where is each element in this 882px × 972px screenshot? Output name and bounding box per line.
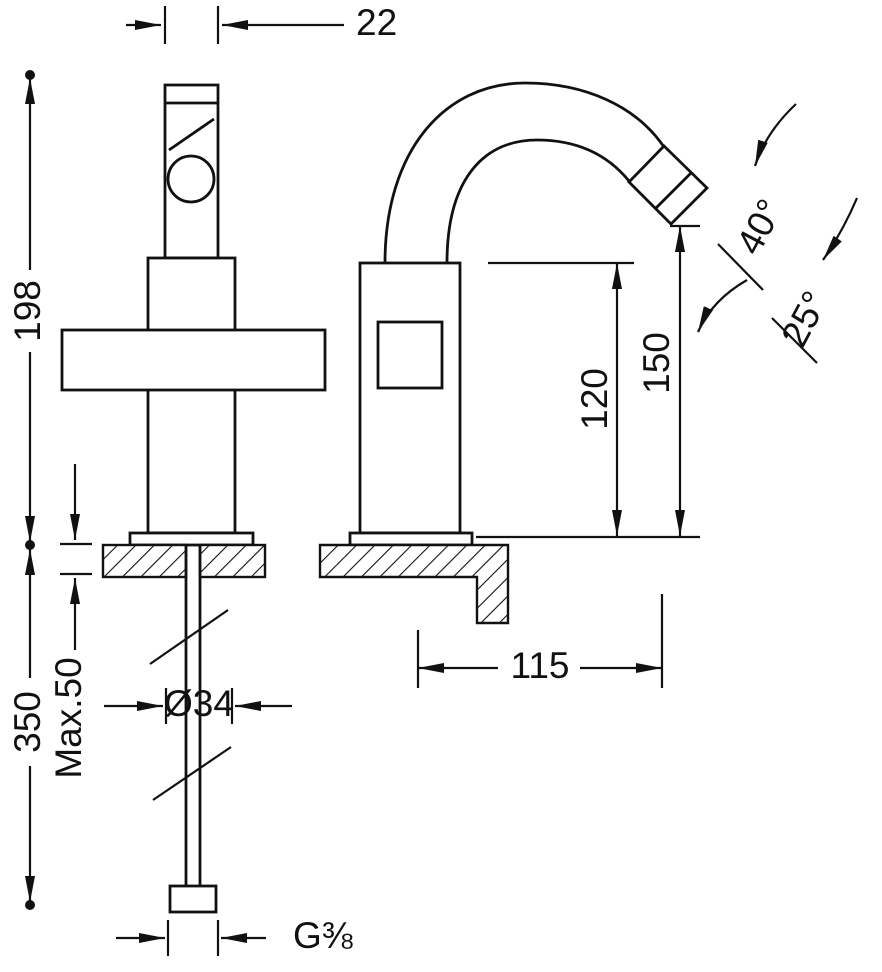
cross-handle-bar xyxy=(60,328,327,392)
angle-25-leader-arrow xyxy=(822,197,859,261)
handle-chamfer-line xyxy=(168,117,215,152)
handle-ball xyxy=(166,154,216,204)
body-side-outline xyxy=(358,261,462,535)
dim-198-label: 198 xyxy=(7,280,48,342)
dim-350-label: 350 xyxy=(7,691,48,753)
spout-outer-curve xyxy=(383,81,666,264)
dim-max50-label: Max.50 xyxy=(48,657,89,778)
body-window-detail xyxy=(376,320,444,390)
dim-22: 22 xyxy=(126,2,397,44)
pipe-break-lower xyxy=(152,746,232,801)
aerator xyxy=(627,144,709,226)
spout-inner-curve xyxy=(445,138,631,264)
dim-120-label: 120 xyxy=(574,368,615,430)
handle-column-outline xyxy=(163,83,220,260)
angle-40-boundary-tick xyxy=(717,243,764,291)
dim-198-dot-top xyxy=(25,70,35,80)
dim-198-dot-bottom xyxy=(25,540,35,550)
dim-115: 115 xyxy=(416,594,664,688)
deck-section-left-b xyxy=(198,543,267,579)
front-view xyxy=(60,83,327,914)
dim-g38-label: G⅜ xyxy=(293,915,353,956)
dim-150-label: 150 xyxy=(636,332,677,394)
dim-120: 120 xyxy=(476,261,700,539)
dim-40-label: 40° xyxy=(728,192,790,261)
dim-115-label: 115 xyxy=(511,645,570,686)
dim-d34-label: Ø34 xyxy=(164,683,234,724)
dim-max50: Max.50 xyxy=(48,464,92,779)
dim-d34: Ø34 xyxy=(104,683,292,724)
dim-198: 198 xyxy=(7,70,48,550)
angle-25-arc-arrow xyxy=(696,279,748,333)
dim-angles: 40° 25° xyxy=(696,103,859,364)
angle-40-leader-arrow xyxy=(753,103,797,167)
side-view xyxy=(318,81,709,625)
deck-section-left-a xyxy=(101,543,188,579)
pipe-break-upper xyxy=(149,609,229,665)
aerator-seam xyxy=(655,172,692,209)
angle-25-boundary-tick xyxy=(771,317,818,364)
base-flange-front xyxy=(128,531,255,547)
dim-22-label: 22 xyxy=(356,2,397,43)
deck-section-right xyxy=(318,543,510,625)
dim-150: 150 xyxy=(636,224,700,536)
dim-25-label: 25° xyxy=(773,284,835,353)
body-front-outline xyxy=(146,256,237,535)
dim-350-dot-bottom xyxy=(25,900,35,910)
dim-350: 350 xyxy=(7,549,48,910)
inlet-connector xyxy=(168,884,218,914)
base-flange-side xyxy=(348,531,474,547)
dim-g38: G⅜ xyxy=(116,915,353,956)
